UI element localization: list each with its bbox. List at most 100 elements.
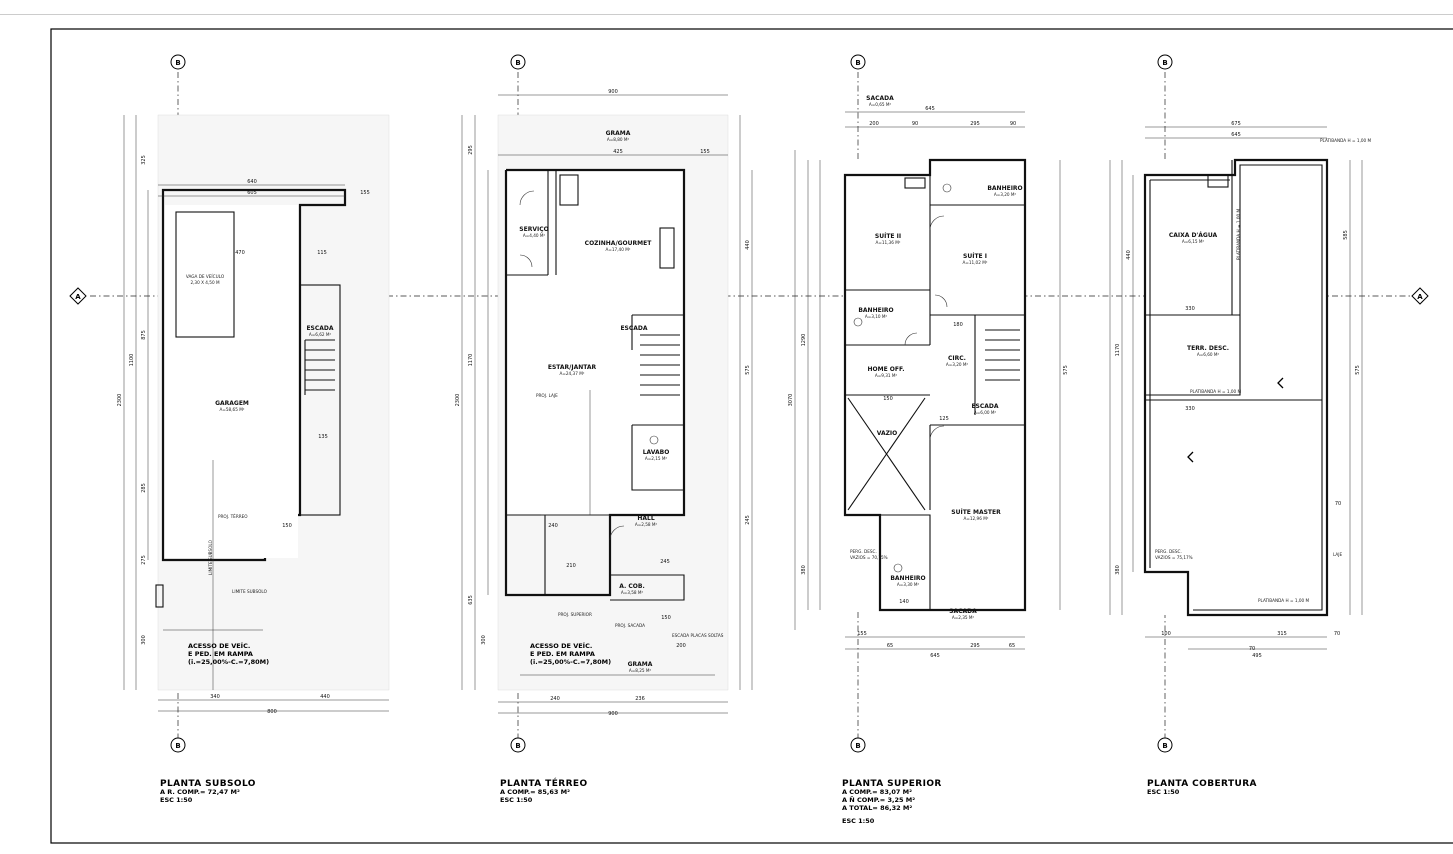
note-laje-cobertura: LAJE <box>1333 552 1343 557</box>
axis-b-bottom-marker-cobertura: B <box>1157 737 1173 753</box>
axis-b-top-label-terreo: B <box>515 59 520 67</box>
dim-subsolo-l3: 1100 <box>129 354 135 367</box>
dim-superior-b3: 295 <box>970 643 980 649</box>
room-area-coberta-area: A=3,58 M² <box>621 590 644 595</box>
room-grama-top-area: A=8,80 M² <box>607 137 630 142</box>
sheet-top-rule <box>0 14 1453 15</box>
dim-subsolo-w2: 115 <box>317 250 327 256</box>
dim-terreo-left-total: 2300 <box>455 394 461 407</box>
note-platibanda-3: PLATIBANDA H = 1,00 M <box>1320 138 1371 143</box>
room-banheiro-2-area: A=3,10 M² <box>865 314 888 319</box>
note-vazios-cobertura: VAZIOS = 75,17% <box>1155 555 1193 560</box>
note-acesso-3-subsolo: (i.=25,00%-C.=7,80M) <box>188 658 269 666</box>
room-home-office: HOME OFF. <box>868 366 905 373</box>
superior-inner-walls <box>845 160 1025 610</box>
room-suite-i: SUÍTE I <box>963 252 987 260</box>
vehicle-bay-outline <box>175 211 235 338</box>
dim-terreo-w2: 210 <box>566 563 576 569</box>
dim-cobertura-left-total: 1170 <box>1115 344 1121 357</box>
room-banheiro-1-area: A=3,20 M² <box>994 192 1017 197</box>
kitchen-counter-terreo <box>559 174 579 206</box>
note-limite-subsolo-1: LIMITE SUBSOLO <box>232 589 268 594</box>
stair-steps-subsolo <box>304 339 335 395</box>
dim-cobertura-l1: 440 <box>1126 250 1132 260</box>
detail-superior-1: A Ñ COMP.= 3,25 M² <box>842 795 915 804</box>
room-escada-terreo: ESCADA <box>620 325 647 332</box>
vehicle-bay-label: VAGA DE VEÍCULO <box>186 274 225 279</box>
water-tank-cover <box>1207 174 1229 188</box>
dim-subsolo-top3: 155 <box>360 190 370 196</box>
detail-terreo-0: A COMP.= 85,63 M² <box>500 788 570 796</box>
plan-terreo: B B 900 425 155 240 236 245 900 2300 295… <box>455 54 753 804</box>
note-proj-superior-terreo: PROJ. SUPERIOR <box>558 612 592 617</box>
dim-cobertura-t1: 330 <box>1185 306 1195 312</box>
room-cozinha-gourmet-area: A=17,40 M² <box>606 247 631 252</box>
toilet-banheiro-3 <box>893 563 903 573</box>
axis-b-bottom-marker-terreo: B <box>510 737 526 753</box>
mailbox-subsolo <box>155 584 164 608</box>
dim-subsolo-left-total: 2300 <box>117 394 123 407</box>
note-escada-placas: ESCADA PLACAS SOLTAS <box>672 633 724 638</box>
dim-subsolo-top: 640 <box>247 179 257 185</box>
title-planta-terreo: PLANTA TÉRREO <box>500 777 588 789</box>
stair-steps-terreo <box>640 334 680 396</box>
kitchen-island-terreo <box>659 227 675 269</box>
room-home-office-area: A=9,31 M² <box>875 373 898 378</box>
dim-cobertura-top2: 645 <box>1231 132 1241 138</box>
note-acesso-1-terreo: ACESSO DE VEÍC. <box>530 641 592 650</box>
note-perg-desc-cobertura: PERG. DESC. <box>1155 549 1182 554</box>
axis-b-bottom-marker-subsolo: B <box>170 737 186 753</box>
room-hall: HALL <box>637 515 654 522</box>
dim-subsolo-w3: 150 <box>282 523 292 529</box>
axis-b-top-marker-terreo: B <box>510 54 526 70</box>
axis-b-top-marker-subsolo: B <box>170 54 186 70</box>
room-servico: SERVIÇO <box>519 226 548 233</box>
dim-superior-l2: 380 <box>801 565 807 575</box>
dim-superior-l1: 1290 <box>801 334 807 347</box>
doors-superior <box>904 215 948 441</box>
room-sacada-bottom: SACADA <box>949 608 977 615</box>
axis-b-bottom-label-terreo: B <box>515 742 520 750</box>
dim-terreo-l4: 300 <box>481 635 487 645</box>
dim-subsolo-bottom2: 440 <box>320 694 330 700</box>
axis-a-left-marker: A <box>69 287 87 305</box>
dim-cobertura-b3: 70 <box>1334 631 1340 637</box>
slope-arrow-2-icon <box>1187 451 1194 463</box>
note-acesso-1-subsolo: ACESSO DE VEÍC. <box>188 641 250 650</box>
room-vazio: VAZIO <box>877 430 898 437</box>
room-hall-area: A=2,58 M² <box>635 522 658 527</box>
axis-b-top-marker-superior: B <box>850 54 866 70</box>
toilet-lavabo <box>649 435 659 445</box>
toilet-banheiro-1 <box>942 183 952 193</box>
dim-subsolo-l1: 325 <box>141 155 147 165</box>
dim-superior-t3: 295 <box>970 121 980 127</box>
note-acesso-2-terreo: E PED. EM RAMPA <box>530 650 595 658</box>
dim-superior-w1: 180 <box>953 322 963 328</box>
dim-superior-r1: 575 <box>1063 365 1069 375</box>
axis-b-top-label-superior: B <box>855 59 860 67</box>
dim-subsolo-bottom1: 340 <box>210 694 220 700</box>
note-acesso-2-subsolo: E PED. EM RAMPA <box>188 650 253 658</box>
dim-terreo-top: 900 <box>608 89 618 95</box>
room-sacada-top-area: A=0,65 M² <box>869 102 892 107</box>
proj-lines-terreo <box>520 390 715 676</box>
dim-subsolo-l6: 300 <box>141 635 147 645</box>
note-acesso-3-terreo: (i.=25,00%-C.=7,80M) <box>530 658 611 666</box>
room-suite-master-area: A=12,96 M² <box>964 516 989 521</box>
cobertura-outer-walls <box>1143 158 1329 617</box>
dim-terreo-bottom1: 240 <box>550 696 560 702</box>
cobertura-inner-walls <box>1145 160 1323 611</box>
dim-terreo-r1: 440 <box>745 240 751 250</box>
dim-terreo-bottom2: 236 <box>635 696 645 702</box>
dim-terreo-w4: 200 <box>676 643 686 649</box>
vehicle-bay-size: 2,30 X 4,50 M <box>190 280 220 285</box>
plan-subsolo: B B 640 605 155 340 440 800 2300 1100 32… <box>117 54 390 804</box>
dim-terreo-r3: 245 <box>745 515 751 525</box>
ramp-lines-subsolo <box>163 460 263 690</box>
room-escada-superior: ESCADA <box>971 403 998 410</box>
dim-cobertura-w1: 70 <box>1249 646 1255 652</box>
dim-subsolo-w4: 135 <box>318 434 328 440</box>
dim-cobertura-top: 675 <box>1231 121 1241 127</box>
note-proj-sacada-terreo: PROJ. SACADA <box>615 623 645 628</box>
toilet-banheiro-2 <box>853 317 863 327</box>
